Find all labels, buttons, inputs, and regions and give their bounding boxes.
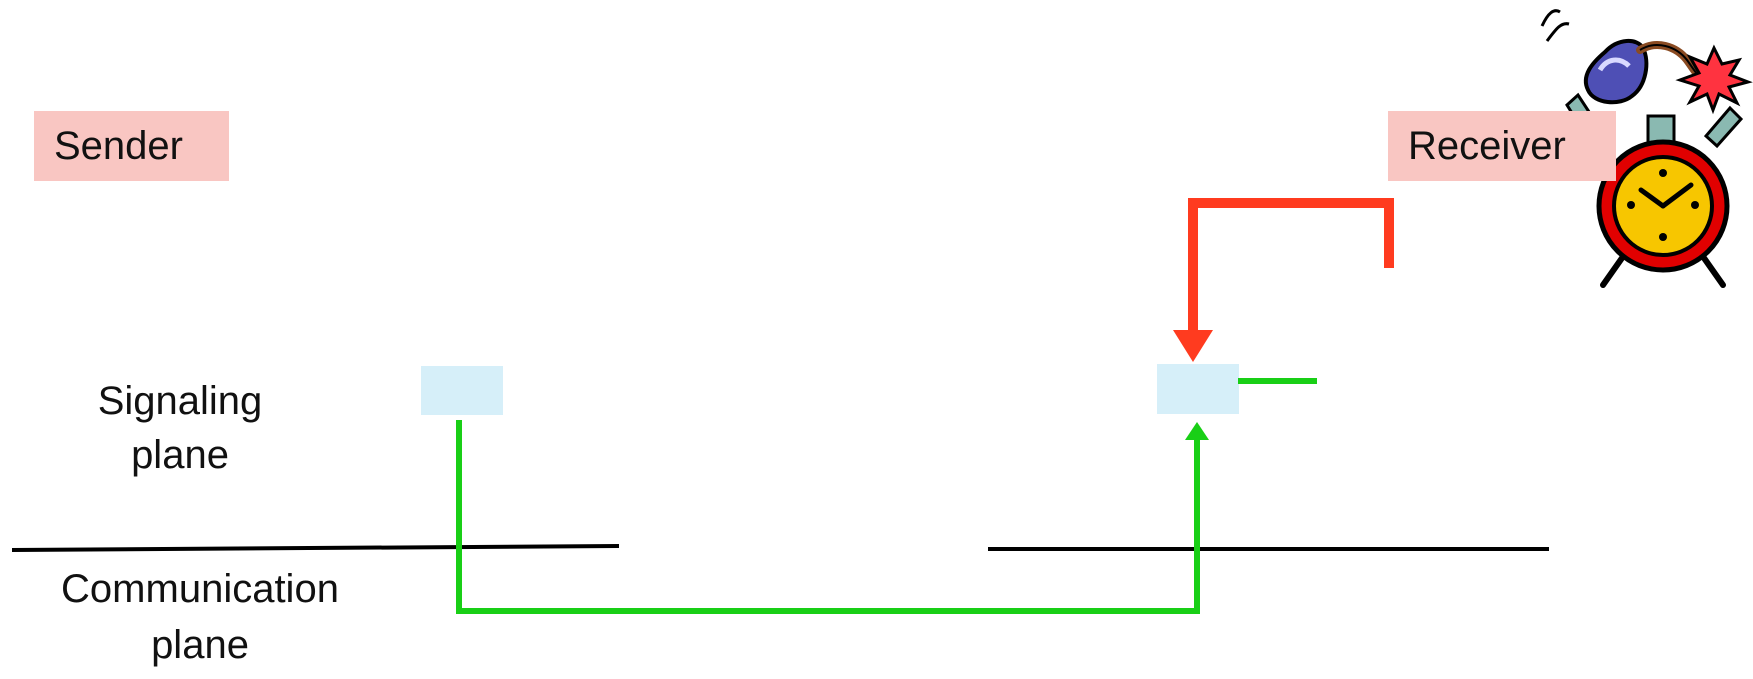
sender-signaling-box <box>421 366 503 415</box>
red-feedback-path <box>1188 198 1394 334</box>
green-arrowhead <box>1185 422 1209 440</box>
signaling-plane-label-line-1: Signaling <box>97 379 263 423</box>
plane-divider-left <box>11 544 620 552</box>
receiver-signaling-box <box>1157 364 1239 414</box>
signaling-plane-label-line-2: plane <box>131 433 229 477</box>
red-arrowhead <box>1173 330 1213 362</box>
sender-label: Sender <box>34 111 229 181</box>
communication-plane-label-line-1: Communication <box>61 567 339 611</box>
communication-plane-label-line-2: plane <box>151 623 249 667</box>
green-signal-path <box>456 420 1200 614</box>
receiver-label: Receiver <box>1388 111 1616 181</box>
